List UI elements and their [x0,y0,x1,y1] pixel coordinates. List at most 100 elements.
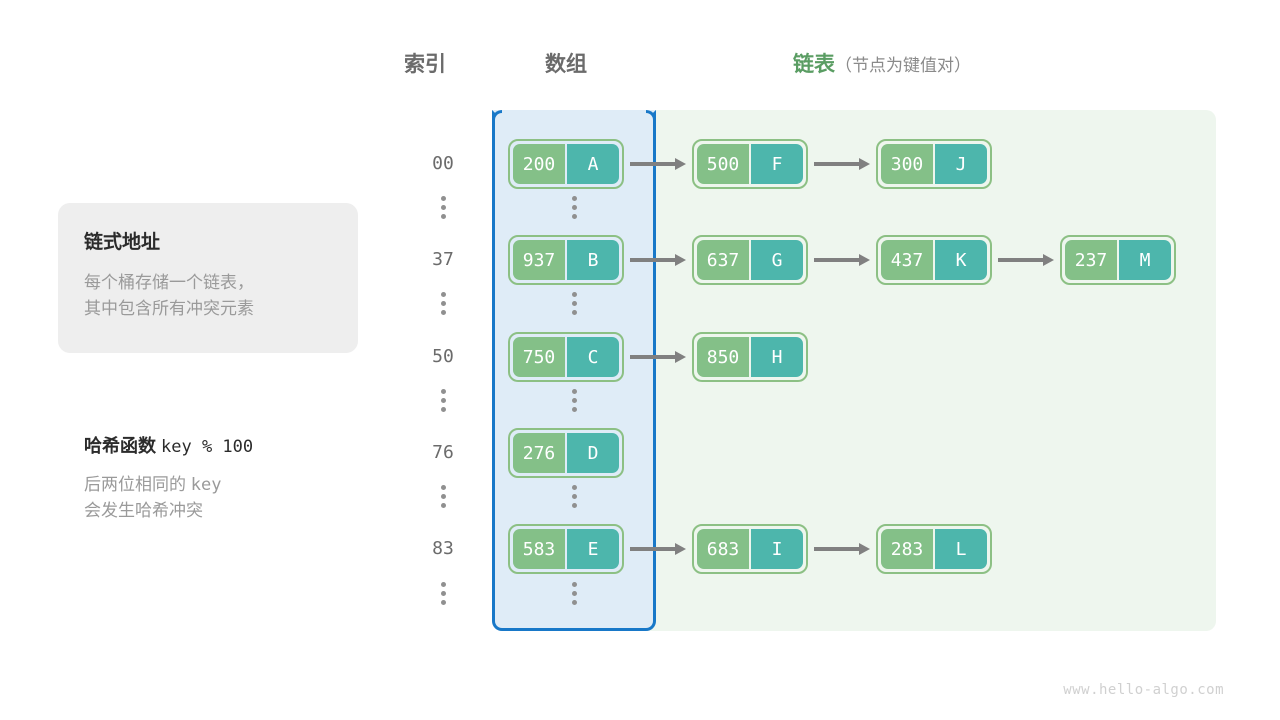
hash-note-line-1: 后两位相同的 key [84,472,384,498]
array-ellipsis-icon [571,389,577,412]
ellipsis-dot [571,591,577,596]
hash-note-line-1-key: key [190,475,222,495]
ellipsis-dot [571,196,577,201]
node-value: I [751,529,803,569]
ellipsis-dot [440,398,446,403]
node-key: 583 [513,529,565,569]
index-ellipsis-icon [440,485,446,508]
node-key: 637 [697,240,749,280]
chain-arrow-icon [624,543,692,555]
ellipsis-dot [571,503,577,508]
ellipsis-dot [571,398,577,403]
index-ellipsis-icon [440,389,446,412]
node-value: A [567,144,619,184]
ellipsis-dot [571,310,577,315]
ellipsis-dot [440,205,446,210]
header-index: 索引 [404,53,446,76]
node-value: F [751,144,803,184]
arrow-shaft [814,547,862,551]
header-array: 数组 [545,53,587,76]
arrow-shaft [998,258,1046,262]
hash-note-line-2: 会发生哈希冲突 [84,501,203,521]
node-value: G [751,240,803,280]
ellipsis-dot [440,301,446,306]
chain-arrow-icon [808,543,876,555]
index-ellipsis-icon [440,196,446,219]
bucket-index-label: 76 [432,442,454,463]
arrow-shaft [814,258,862,262]
ellipsis-dot [440,292,446,297]
arrow-head [859,158,870,170]
arrow-shaft [630,355,678,359]
ellipsis-dot [571,407,577,412]
hash-function-expression: key % 100 [161,437,254,457]
node-key: 500 [697,144,749,184]
ellipsis-dot [440,600,446,605]
ellipsis-dot [571,205,577,210]
node-value: J [935,144,987,184]
arrow-head [859,254,870,266]
ellipsis-dot [571,494,577,499]
header-linked-list-main: 链表 [793,53,835,76]
info-card-title: 链式地址 [84,232,161,253]
watermark: www.hello-algo.com [1063,682,1224,698]
ellipsis-dot [440,214,446,219]
node-key: 437 [881,240,933,280]
arrow-shaft [630,162,678,166]
node-key: 850 [697,337,749,377]
index-ellipsis-icon [440,582,446,605]
info-card: 链式地址 每个桶存储一个链表， 其中包含所有冲突元素 [58,203,358,353]
ellipsis-dot [440,485,446,490]
node-value: C [567,337,619,377]
array-ellipsis-icon [571,485,577,508]
chain-arrow-icon [808,158,876,170]
ellipsis-dot [440,310,446,315]
node-value: B [567,240,619,280]
arrow-head [1043,254,1054,266]
node-value: H [751,337,803,377]
node-key: 937 [513,240,565,280]
hash-function-note: 哈希函数 key % 100 后两位相同的 key 会发生哈希冲突 [84,432,384,525]
arrow-head [675,254,686,266]
hash-function-title: 哈希函数 key % 100 [84,432,384,458]
index-ellipsis-icon [440,292,446,315]
hash-function-label: 哈希函数 [84,436,156,456]
chain-arrow-icon [624,158,692,170]
bucket-index-label: 00 [432,153,454,174]
node-value: D [567,433,619,473]
node-key: 200 [513,144,565,184]
ellipsis-dot [571,301,577,306]
bucket-index-label: 37 [432,249,454,270]
chain-arrow-icon [624,351,692,363]
array-ellipsis-icon [571,196,577,219]
arrow-shaft [630,547,678,551]
ellipsis-dot [571,389,577,394]
arrow-head [675,158,686,170]
array-ellipsis-icon [571,582,577,605]
arrow-shaft [630,258,678,262]
column-headers: 索引 数组 链表（节点为键值对） [0,48,1280,84]
node-value: K [935,240,987,280]
ellipsis-dot [440,196,446,201]
node-key: 283 [881,529,933,569]
array-ellipsis-icon [571,292,577,315]
info-card-line-2: 其中包含所有冲突元素 [84,299,254,319]
ellipsis-dot [440,582,446,587]
ellipsis-dot [440,494,446,499]
